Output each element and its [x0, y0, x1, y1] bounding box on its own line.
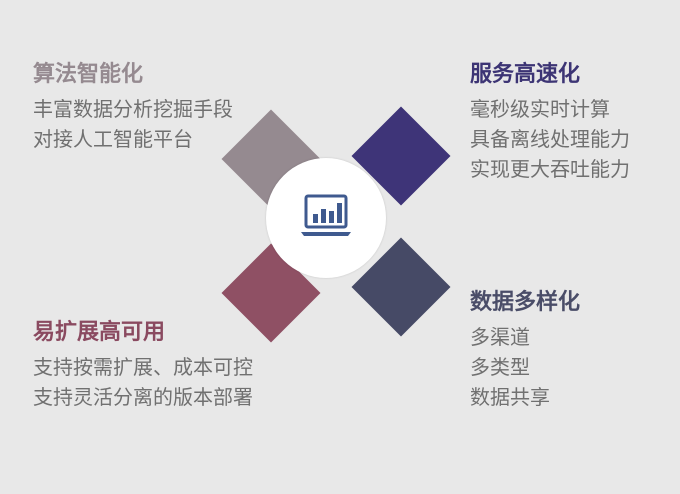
feature-line: 具备离线处理能力 [470, 127, 630, 151]
feature-line: 数据共享 [470, 385, 550, 409]
feature-line: 支持按需扩展、成本可控 [33, 355, 253, 379]
feature-line: 支持灵活分离的版本部署 [33, 385, 253, 409]
center-circle [266, 158, 386, 278]
feature-data-diversity: 数据多样化 多渠道 多类型 数据共享 [470, 288, 580, 412]
feature-line: 毫秒级实时计算 [470, 97, 610, 121]
feature-title: 服务高速化 [470, 62, 581, 87]
feature-title: 算法智能化 [33, 62, 144, 87]
feature-line: 实现更大吞吐能力 [470, 157, 630, 181]
feature-service-speed: 服务高速化 毫秒级实时计算 具备离线处理能力 实现更大吞吐能力 [470, 60, 630, 184]
feature-line: 多类型 [470, 355, 530, 379]
feature-line: 对接人工智能平台 [33, 127, 193, 151]
feature-title: 数据多样化 [470, 290, 581, 315]
feature-scalability: 易扩展高可用 支持按需扩展、成本可控 支持灵活分离的版本部署 [33, 318, 253, 412]
laptop-chart-icon [301, 194, 351, 236]
feature-line: 丰富数据分析挖掘手段 [33, 97, 233, 121]
feature-line: 多渠道 [470, 325, 530, 349]
feature-title: 易扩展高可用 [33, 320, 166, 345]
feature-algorithm-intelligence: 算法智能化 丰富数据分析挖掘手段 对接人工智能平台 [33, 60, 233, 154]
